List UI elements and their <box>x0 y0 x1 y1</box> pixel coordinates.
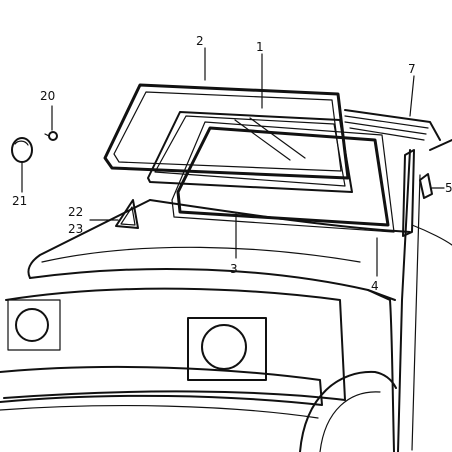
callout-20: 20 <box>40 89 55 103</box>
vehicle-body <box>0 139 452 452</box>
wheel-arch <box>299 370 397 452</box>
callout-21: 21 <box>12 194 27 208</box>
part-5-side-clip <box>419 173 433 199</box>
part-3-opening-outer <box>171 121 395 233</box>
a-pillar <box>397 149 411 452</box>
part-22-corner-piece <box>115 199 139 229</box>
callout-1: 1 <box>256 40 264 54</box>
headlight-left <box>15 308 49 342</box>
leader-7 <box>409 75 415 117</box>
callout-7: 7 <box>408 62 416 76</box>
hood-left-edge <box>27 199 151 279</box>
front-fender <box>367 289 395 452</box>
callout-23: 23 <box>68 222 83 236</box>
window-sill <box>411 224 452 246</box>
callouts: 2 1 7 3 4 5 20 21 22 23 <box>12 34 452 293</box>
part-2-weatherstrip <box>103 83 350 180</box>
part-1-glass <box>147 111 353 193</box>
headlight-bezel-left <box>7 299 61 351</box>
hood-front-edge <box>29 267 396 301</box>
part-23-corner-piece <box>120 206 136 226</box>
headlight-bezel-right <box>187 317 267 381</box>
part-21-cap <box>11 137 33 163</box>
cowl-line <box>149 199 411 233</box>
roof-side <box>429 139 452 151</box>
part-20-clip <box>44 131 58 141</box>
callout-2: 2 <box>196 34 204 48</box>
callout-22: 22 <box>68 205 83 219</box>
part-3-opening <box>176 126 390 227</box>
callout-3: 3 <box>230 262 238 276</box>
callout-5: 5 <box>445 181 452 195</box>
door-edge <box>411 174 421 451</box>
callout-4: 4 <box>371 279 379 293</box>
front-panel <box>3 287 346 401</box>
headlight-right <box>201 324 247 370</box>
hood-crease <box>41 246 361 263</box>
leader-lines <box>21 47 445 277</box>
part-7-roof-rail <box>344 109 441 141</box>
tire-outline <box>319 391 381 452</box>
part-4-pillar-garnish <box>402 149 415 237</box>
bumper-lower <box>0 404 319 419</box>
bumper <box>0 365 323 406</box>
